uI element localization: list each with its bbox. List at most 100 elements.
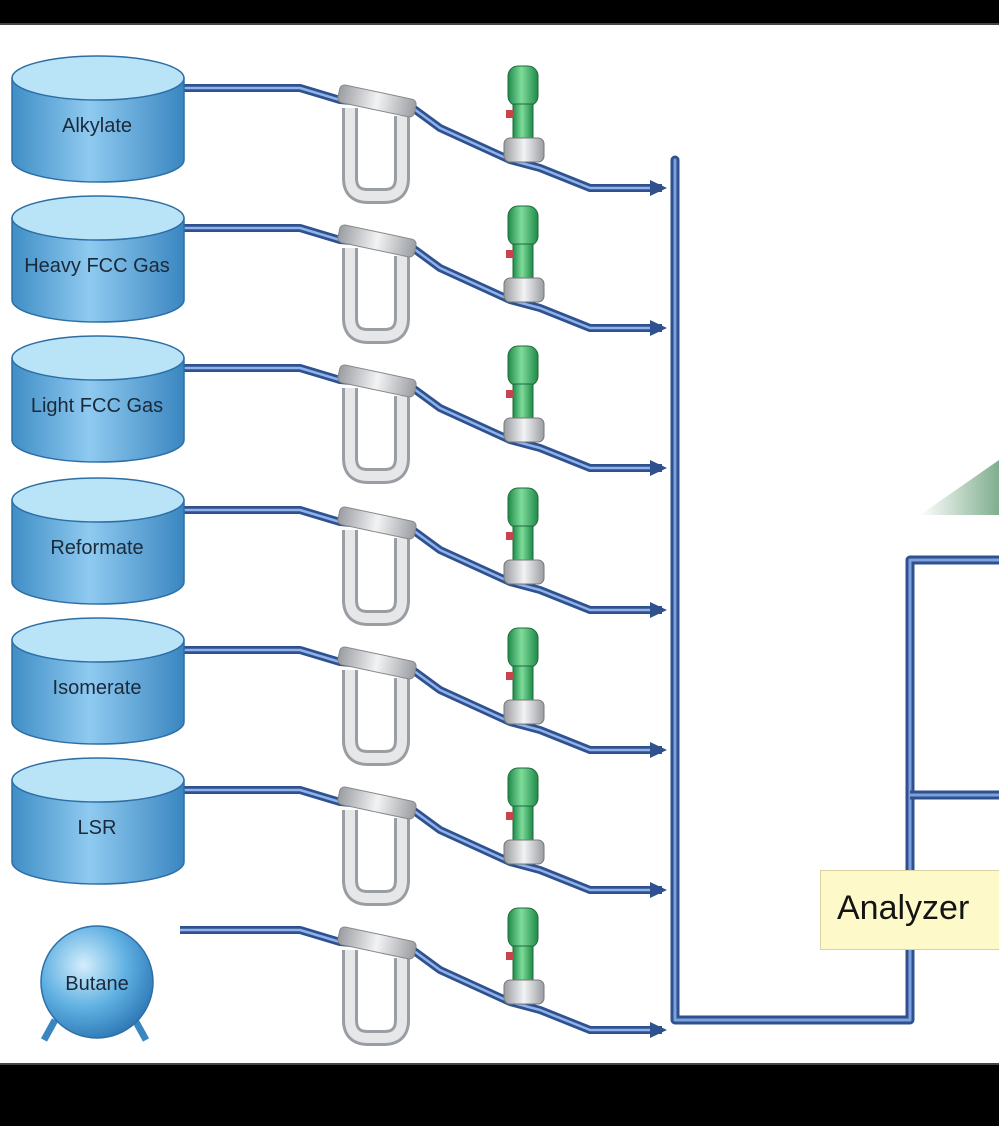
meter-body [337,786,417,820]
control-valve-icon [503,907,545,1005]
control-valve-icon [503,627,545,725]
tank-label: Heavy FCC Gas [24,255,170,277]
feed-pipe-highlight [180,508,662,612]
valve-indicator [506,812,514,820]
tank-label: Reformate [50,537,143,559]
meter-tube [345,530,407,623]
stream-row: Isomerate [11,617,667,766]
storage-tank-icon[interactable] [11,77,185,183]
valve-body [503,839,545,865]
stream-row: LSR [11,757,667,906]
tank-label: Isomerate [53,677,142,699]
flow-arrow-icon [650,1022,667,1038]
valve-body [503,979,545,1005]
tank-label: LSR [78,817,117,839]
stream-row: Reformate [11,477,667,626]
storage-tank-icon[interactable] [11,639,185,745]
meter-body [337,84,417,118]
tank-top [11,757,185,803]
coriolis-flow-meter-icon [337,786,417,906]
coriolis-flow-meter-icon [337,926,417,1046]
valve-yoke [512,665,534,701]
flow-arrow-icon [650,320,667,336]
analyzer-box[interactable]: Analyzer [820,870,999,950]
valve-actuator [507,627,539,669]
meter-tube [345,810,407,903]
meter-body [337,926,417,960]
valve-yoke [512,805,534,841]
valve-actuator [507,907,539,949]
valve-yoke [512,383,534,419]
analyzer-label: Analyzer [837,889,970,927]
meter-body [337,506,417,540]
flow-arrow-icon [650,180,667,196]
valve-actuator [507,65,539,107]
stream-row: Butane [40,907,667,1046]
tank-label: Light FCC Gas [31,395,163,417]
meter-tube [345,108,407,201]
valve-actuator [507,345,539,387]
meter-tube [345,670,407,763]
valve-yoke [512,945,534,981]
coriolis-flow-meter-icon [337,364,417,484]
tank-top [11,477,185,523]
flow-arrow-icon [650,742,667,758]
valve-body [503,417,545,443]
feed-pipe-highlight [180,928,662,1032]
meter-body [337,364,417,398]
valve-indicator [506,250,514,258]
control-valve-icon [503,205,545,303]
stream-row: Heavy FCC Gas [11,195,667,344]
valve-yoke [512,525,534,561]
control-valve-icon [503,767,545,865]
tank-label: Alkylate [62,115,132,137]
coriolis-flow-meter-icon [337,84,417,204]
sphere-legs [40,1018,150,1042]
control-valve-icon [503,487,545,585]
valve-body [503,699,545,725]
sphere-tank-icon[interactable] [40,925,154,1039]
feed-pipe-highlight [180,226,662,330]
control-valve-icon [503,65,545,163]
valve-body [503,277,545,303]
flow-arrow-icon [650,460,667,476]
valve-yoke [512,243,534,279]
tank-top [11,55,185,101]
meter-tube [345,248,407,341]
valve-actuator [507,767,539,809]
meter-body [337,224,417,258]
storage-tank-icon[interactable] [11,357,185,463]
tank-top [11,195,185,241]
tank-top [11,335,185,381]
feed-pipe-highlight [180,366,662,470]
feed-pipe-highlight [180,648,662,752]
valve-indicator [506,952,514,960]
valve-body [503,137,545,163]
coriolis-flow-meter-icon [337,646,417,766]
tank-top [11,617,185,663]
meter-tube [345,388,407,481]
storage-tank-icon[interactable] [11,499,185,605]
valve-body [503,559,545,585]
flow-arrow-icon [650,602,667,618]
stream-row: Alkylate [11,55,667,204]
meter-tube [345,950,407,1043]
meter-body [337,646,417,680]
storage-tank-icon[interactable] [11,217,185,323]
feed-pipe-highlight [180,86,662,190]
valve-indicator [506,110,514,118]
coriolis-flow-meter-icon [337,506,417,626]
valve-actuator [507,205,539,247]
tank-label: Butane [65,973,128,995]
stream-row: Light FCC Gas [11,335,667,484]
decorative-cone-shape [920,460,999,515]
valve-yoke [512,103,534,139]
control-valve-icon [503,345,545,443]
valve-indicator [506,532,514,540]
flow-arrow-icon [650,882,667,898]
manifold-pipes [670,155,999,1025]
storage-tank-icon[interactable] [11,779,185,885]
